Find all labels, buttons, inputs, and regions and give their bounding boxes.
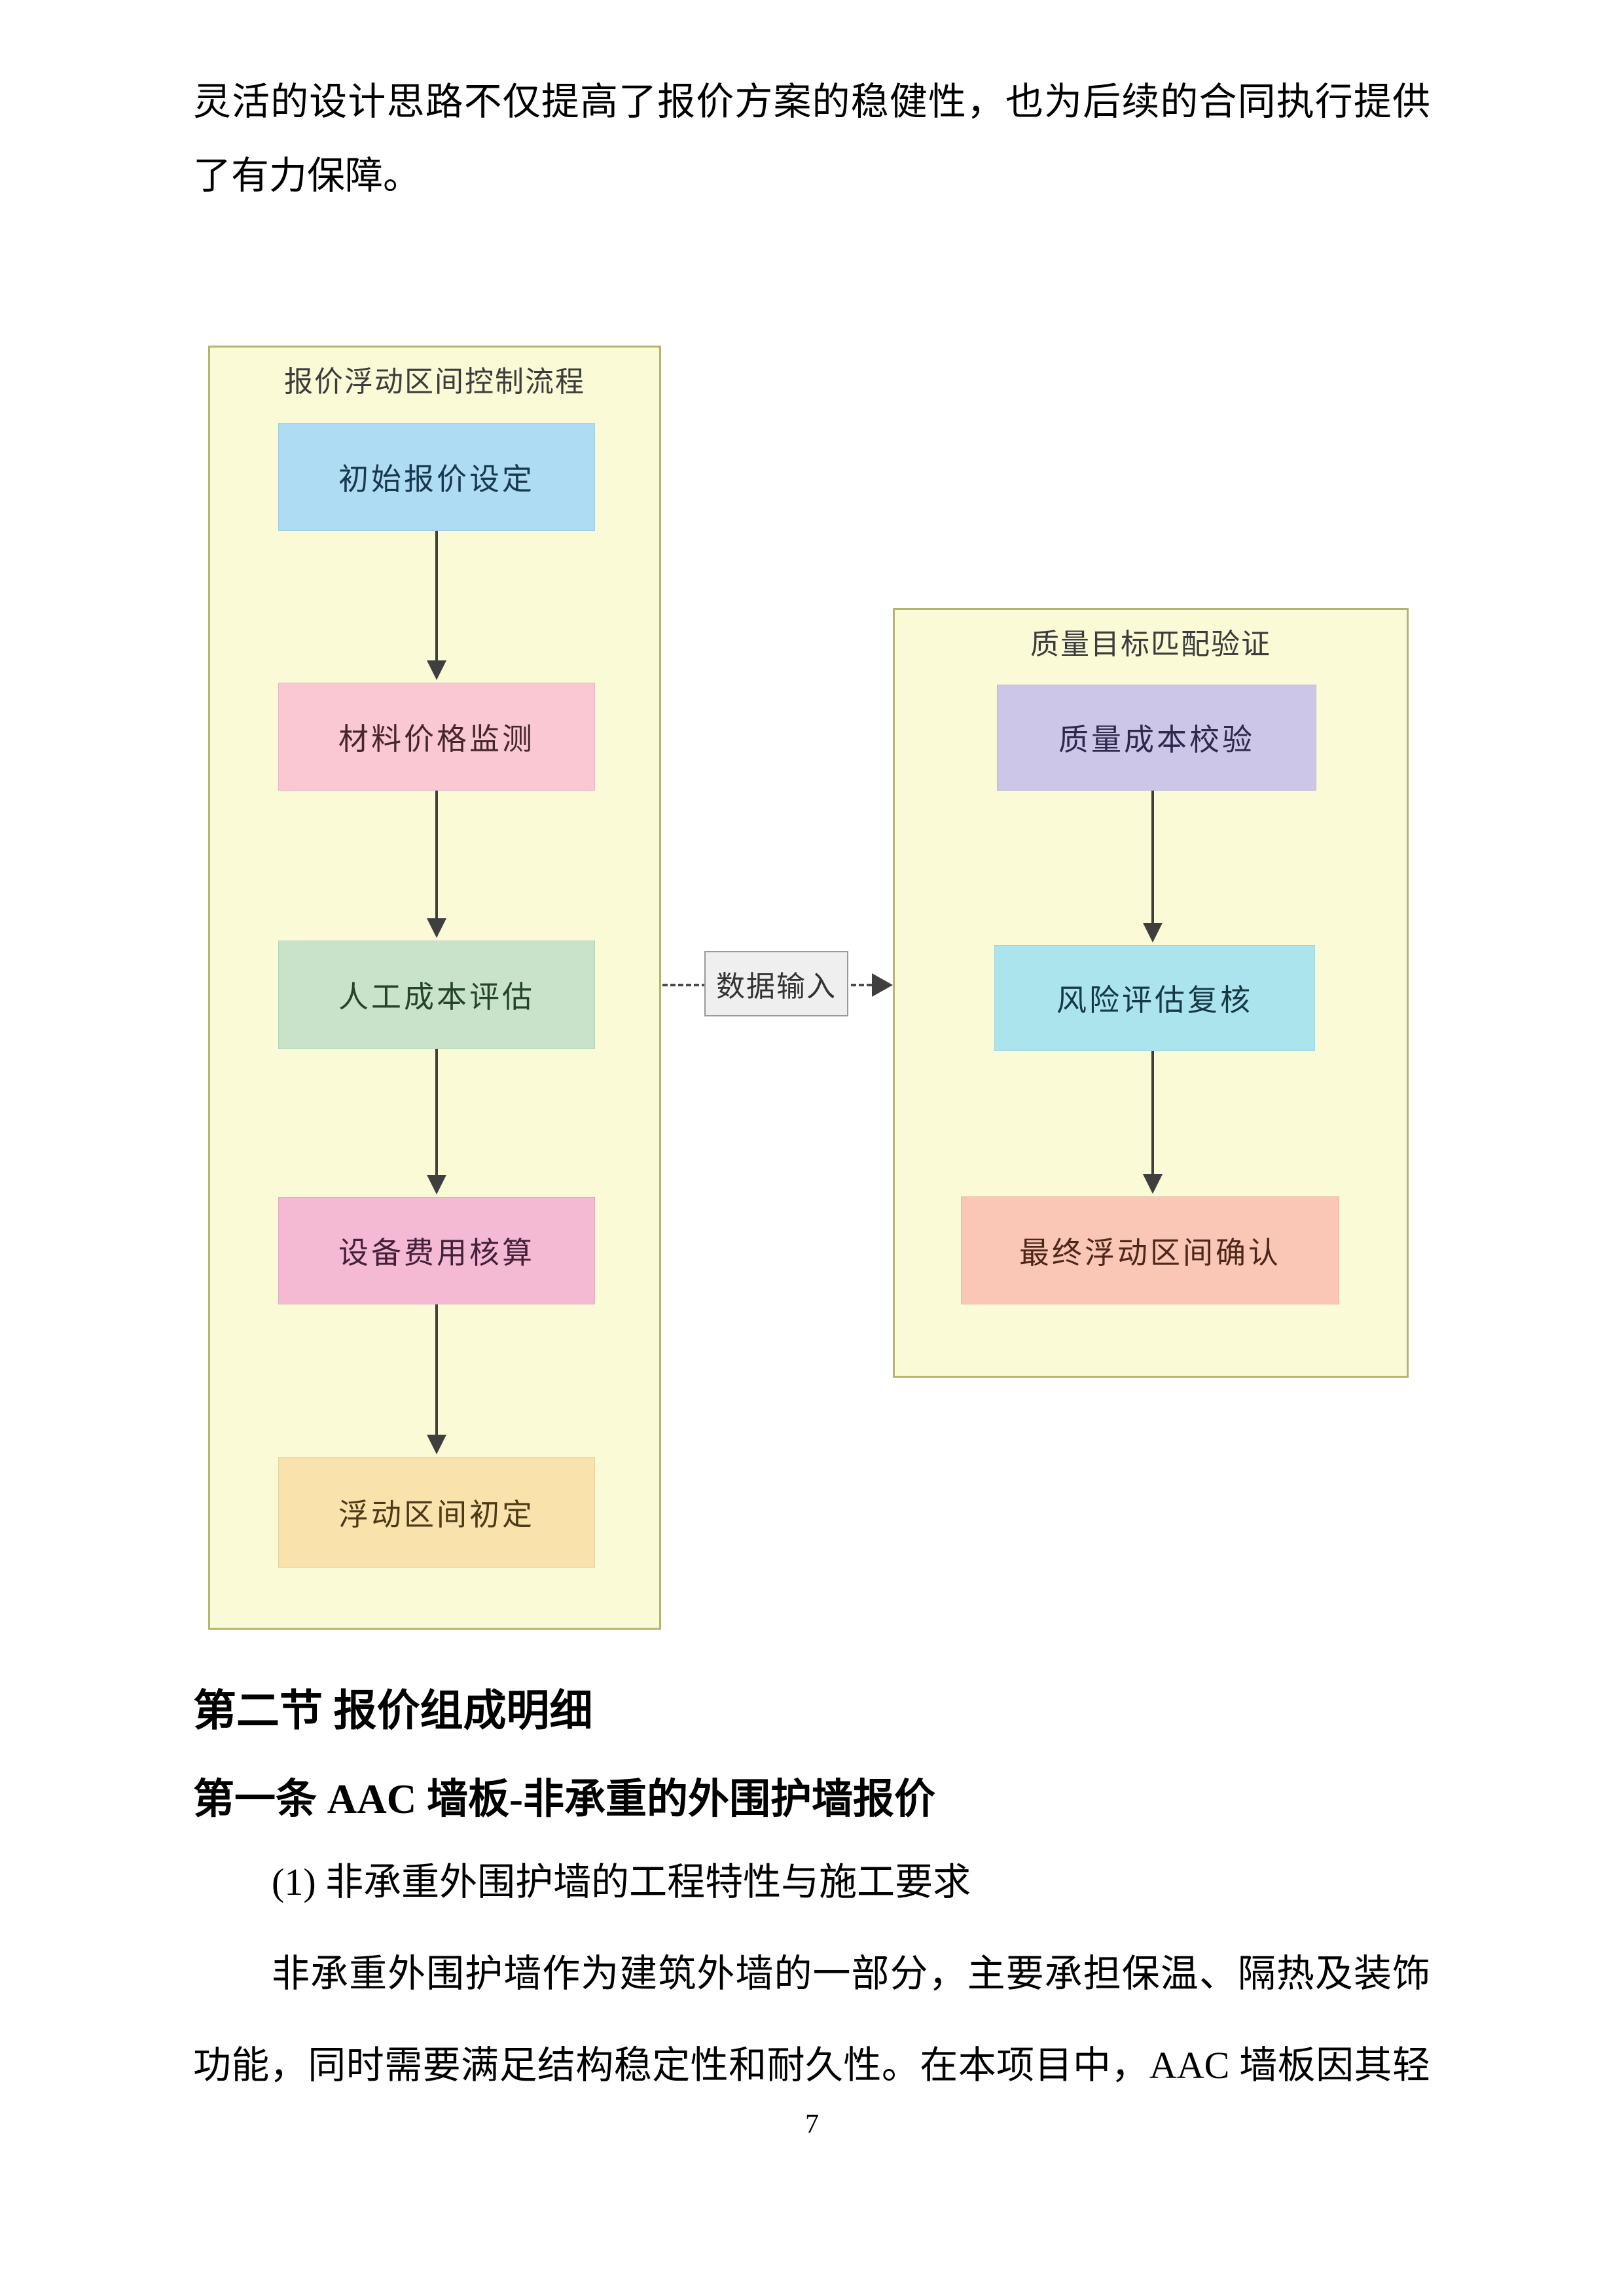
labor-cost-node: 人工成本评估 [278, 941, 595, 1049]
section-heading: 第二节 报价组成明细 [193, 1687, 593, 1735]
right-group-title: 质量目标匹配验证 [1030, 628, 1271, 660]
floating-range-draft-node: 浮动区间初定 [278, 1457, 595, 1568]
right-arrow-head-icon [872, 973, 893, 997]
risk-review-node: 风险评估复核 [994, 945, 1315, 1051]
down-arrow-icon [1143, 1051, 1163, 1194]
intro-paragraph-line-2: 了有力保障。 [193, 154, 422, 197]
down-arrow-icon [427, 791, 446, 938]
intro-paragraph-line-1: 灵活的设计思路不仅提高了报价方案的稳健性，也为后续的合同执行提供 [193, 81, 1430, 123]
initial-quote-node: 初始报价设定 [278, 423, 595, 531]
quote-float-control-group: 报价浮动区间控制流程 初始报价设定 材料价格监测 人工成本评估 设备费用核算 浮… [208, 346, 661, 1630]
quality-cost-node: 质量成本校验 [997, 685, 1316, 791]
material-price-node: 材料价格监测 [278, 683, 595, 791]
body-paragraph-line-1: 非承重外围护墙作为建筑外墙的一部分，主要承担保温、隔热及装饰 [272, 1952, 1430, 1995]
down-arrow-icon [427, 1049, 446, 1194]
equipment-cost-node: 设备费用核算 [278, 1197, 595, 1304]
down-arrow-icon [1143, 791, 1163, 942]
down-arrow-icon [427, 1304, 446, 1454]
page-number: 7 [805, 2109, 819, 2140]
quality-target-verify-group: 质量目标匹配验证 质量成本校验 风险评估复核 最终浮动区间确认 [893, 608, 1409, 1378]
connector-label: 数据输入 [704, 951, 848, 1016]
clause-heading: 第一条 AAC 墙板-非承重的外围护墙报价 [193, 1776, 935, 1822]
down-arrow-icon [427, 531, 446, 680]
body-paragraph-line-2: 功能，同时需要满足结构稳定性和耐久性。在本项目中，AAC 墙板因其轻 [193, 2044, 1430, 2087]
item-heading: (1) 非承重外围护墙的工程特性与施工要求 [272, 1861, 971, 1903]
final-range-confirm-node: 最终浮动区间确认 [961, 1196, 1339, 1304]
left-group-title: 报价浮动区间控制流程 [284, 366, 585, 398]
